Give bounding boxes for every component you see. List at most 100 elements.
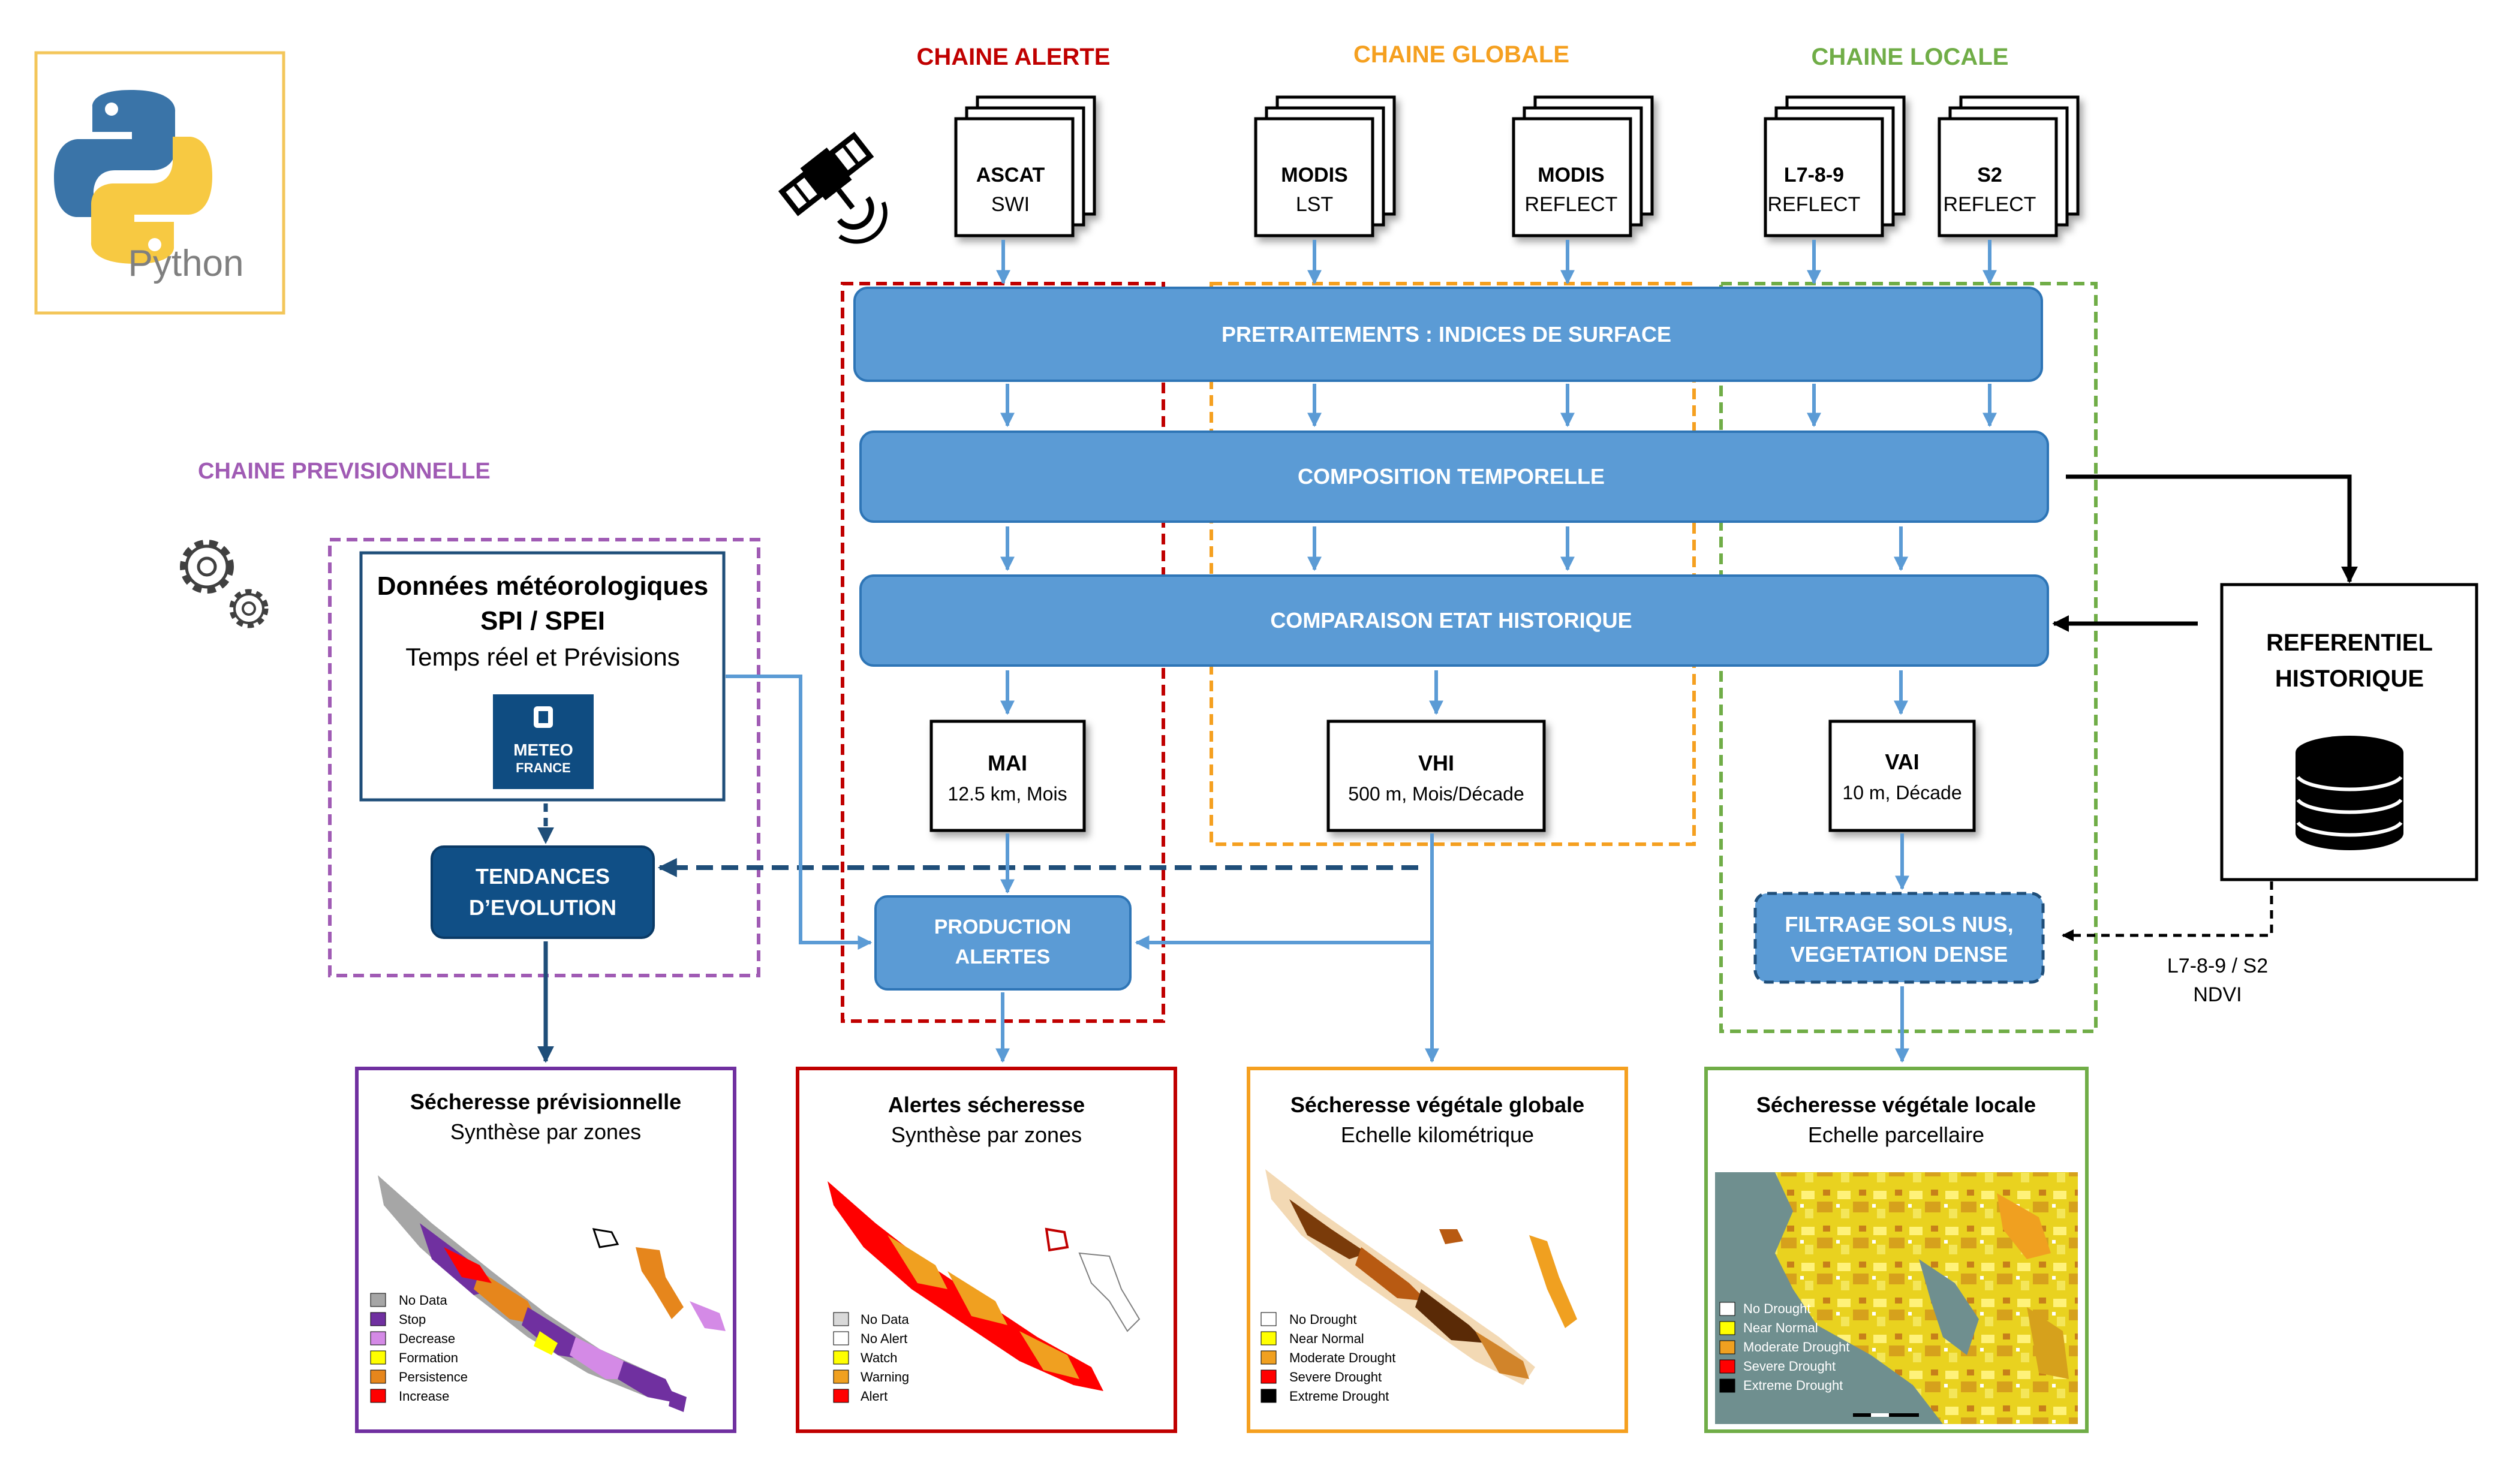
input-modis-reflect — [1512, 95, 1654, 237]
meteo-logo-line1: METEO — [513, 741, 573, 759]
tendances-line2: D’EVOLUTION — [469, 895, 616, 920]
input-s2 — [1938, 95, 2080, 237]
meteo-subtitle: Temps réel et Prévisions — [405, 643, 680, 671]
bar-comparaison-label: COMPARAISON ETAT HISTORIQUE — [1270, 608, 1632, 633]
input-modis-lst-product: LST — [1296, 193, 1333, 216]
index-vai-name: VAI — [1885, 749, 1919, 774]
chain-previsionnelle-title: CHAINE PREVISIONNELLE — [198, 459, 491, 484]
meteo-logo-line2: FRANCE — [516, 760, 571, 775]
input-modis-reflect-name: MODIS — [1538, 164, 1604, 186]
output-previsionnelle-legend-0: No Data — [399, 1293, 447, 1308]
input-s2-name: S2 — [1977, 164, 2002, 186]
filtrage-line1: FILTRAGE SOLS NUS, — [1785, 912, 2013, 937]
output-alertes-title: Alertes sécheresse — [888, 1092, 1085, 1117]
map-previsionnelle — [378, 1175, 726, 1412]
map-locale — [1715, 1172, 2078, 1424]
index-mai-name: MAI — [988, 751, 1027, 775]
input-modis-lst-name: MODIS — [1281, 164, 1347, 186]
index-vhi-name: VHI — [1418, 751, 1454, 775]
output-globale-legend-3: Severe Drought — [1289, 1369, 1382, 1384]
python-label: Python — [128, 243, 243, 284]
filtrage-line2: VEGETATION DENSE — [1791, 942, 2008, 967]
output-globale-panel: Sécheresse végétale globale Echelle kilo… — [1247, 1067, 1628, 1433]
output-locale-legend-1: Near Normal — [1743, 1320, 1818, 1335]
satellite-icon — [778, 131, 888, 244]
output-alertes-legend-1: No Alert — [861, 1331, 907, 1346]
arrow-vhi-to-production — [1135, 833, 1434, 950]
python-icon — [54, 90, 212, 264]
input-ascat — [954, 95, 1096, 237]
arrow-composition-to-referentiel — [2066, 474, 2358, 583]
arrows-compar-to-indices — [1000, 670, 1908, 715]
referentiel-line2: HISTORIQUE — [2275, 666, 2424, 692]
output-globale-legend-0: No Drought — [1289, 1312, 1357, 1327]
chain-globale-title: CHAINE GLOBALE — [1353, 41, 1569, 68]
index-mai-detail: 12.5 km, Mois — [947, 783, 1067, 805]
output-alertes-legend-3: Warning — [861, 1369, 909, 1384]
meteo-title-line2: SPI / SPEI — [480, 606, 605, 636]
arrow-referentiel-to-filtrage — [2062, 881, 2273, 941]
referentiel-line1: REFERENTIEL — [2266, 630, 2433, 656]
chain-globale-frame — [1210, 282, 1696, 846]
output-previsionnelle-title: Sécheresse prévisionnelle — [410, 1089, 681, 1114]
input-s2-product: REFLECT — [1944, 193, 2036, 216]
map-globale — [1265, 1169, 1577, 1385]
ndvi-line2: NDVI — [2193, 983, 2242, 1006]
output-previsionnelle-legend-3: Formation — [399, 1350, 458, 1365]
arrow-meteo-to-production — [726, 675, 873, 950]
bar-pretraitements-label: PRETRAITEMENTS : INDICES DE SURFACE — [1222, 322, 1671, 347]
input-ascat-name: ASCAT — [976, 164, 1045, 186]
database-icon — [2296, 736, 2403, 850]
output-globale-title: Sécheresse végétale globale — [1290, 1092, 1584, 1117]
output-locale-legend-2: Moderate Drought — [1743, 1339, 1849, 1354]
output-globale-legend-2: Moderate Drought — [1289, 1350, 1395, 1365]
output-globale-legend-4: Extreme Drought — [1289, 1389, 1389, 1404]
tendances-line1: TENDANCES — [476, 864, 610, 889]
input-modis-lst — [1254, 95, 1396, 237]
output-locale-title: Sécheresse végétale locale — [1756, 1092, 2036, 1117]
tendances-box — [431, 845, 655, 939]
bar-composition-label: COMPOSITION TEMPORELLE — [1298, 464, 1605, 489]
input-l789 — [1764, 95, 1906, 237]
production-line2: ALERTES — [955, 946, 1051, 968]
output-alertes-legend-0: No Data — [861, 1312, 909, 1327]
output-locale-legend-0: No Drought — [1743, 1301, 1811, 1316]
output-globale-legend-1: Near Normal — [1289, 1331, 1364, 1346]
input-modis-reflect-product: REFLECT — [1525, 193, 1618, 216]
input-ascat-product: SWI — [991, 193, 1030, 216]
output-globale-subtitle: Echelle kilométrique — [1341, 1122, 1534, 1147]
index-vhi-box — [1326, 720, 1546, 832]
index-vhi-detail: 500 m, Mois/Décade — [1348, 783, 1524, 805]
output-locale-legend-4: Extreme Drought — [1743, 1378, 1843, 1393]
chain-alerte-title: CHAINE ALERTE — [917, 44, 1111, 70]
output-previsionnelle-legend-4: Persistence — [399, 1369, 468, 1384]
output-locale-panel: Sécheresse végétale locale Echelle parce… — [1704, 1067, 2089, 1433]
index-vai-detail: 10 m, Décade — [1842, 782, 1962, 803]
ndvi-line1: L7-8-9 / S2 — [2167, 955, 2268, 977]
arrows-input — [996, 240, 1997, 285]
output-previsionnelle-panel: Sécheresse prévisionnelle Synthèse par z… — [355, 1067, 736, 1433]
output-alertes-legend-2: Watch — [861, 1350, 898, 1365]
meteo-france-logo: METEO FRANCE — [493, 694, 594, 789]
arrows-comp-to-compar — [1000, 526, 1908, 571]
input-l789-name: L7-8-9 — [1784, 164, 1844, 186]
input-l789-product: REFLECT — [1768, 193, 1861, 216]
output-previsionnelle-legend-2: Decrease — [399, 1331, 455, 1346]
output-previsionnelle-subtitle: Synthèse par zones — [450, 1119, 641, 1144]
chain-locale-title: CHAINE LOCALE — [1812, 44, 2009, 70]
output-locale-subtitle: Echelle parcellaire — [1808, 1122, 1984, 1147]
output-locale-legend-3: Severe Drought — [1743, 1359, 1836, 1374]
output-alertes-legend-4: Alert — [861, 1389, 888, 1404]
filtrage-box — [1753, 892, 2045, 984]
map-alertes — [828, 1181, 1141, 1391]
output-previsionnelle-legend-5: Increase — [399, 1389, 449, 1404]
production-line1: PRODUCTION — [934, 916, 1072, 938]
gears-icon — [180, 540, 269, 628]
python-logo: Python — [34, 51, 285, 315]
output-alertes-panel: Alertes sécheresse Synthèse par zones No… — [796, 1067, 1177, 1433]
index-mai-box — [929, 720, 1086, 832]
bar-pretraitements — [853, 287, 2043, 382]
bar-composition — [859, 431, 2049, 523]
output-previsionnelle-legend-1: Stop — [399, 1312, 426, 1327]
